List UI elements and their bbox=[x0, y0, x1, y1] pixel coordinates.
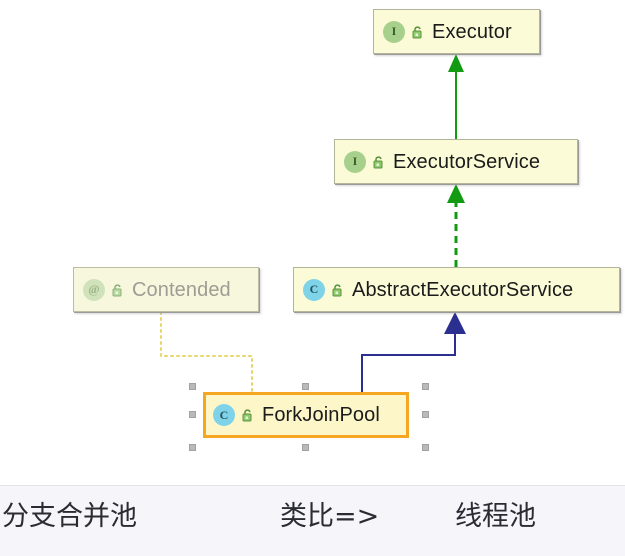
edge-abstractexecutorservice-to-executorservice bbox=[447, 184, 465, 267]
uml-node-fork-join-pool[interactable]: C ForkJoinPool bbox=[203, 392, 409, 438]
public-unlocked-padlock-icon bbox=[373, 155, 383, 168]
annotation-badge-icon: @ bbox=[83, 278, 105, 301]
uml-node-label: Executor bbox=[432, 20, 512, 43]
class-badge-icon: C bbox=[303, 278, 325, 301]
caption-strip: 分支合并池 类比=> 线程池 bbox=[0, 485, 625, 556]
selection-handle-top-right[interactable] bbox=[422, 383, 429, 390]
selection-handle-middle-right[interactable] bbox=[422, 411, 429, 418]
caption-thread-pool-chinese: 线程池 bbox=[455, 501, 536, 532]
uml-node-label: Contended bbox=[132, 278, 231, 301]
edge-executorservice-to-executor bbox=[448, 54, 464, 139]
uml-node-abstract-executor-service[interactable]: C AbstractExecutorService bbox=[293, 267, 620, 312]
selection-handle-middle-left[interactable] bbox=[189, 411, 196, 418]
caption-fork-join-pool-chinese: 分支合并池 bbox=[2, 501, 137, 532]
selection-handle-bottom-right[interactable] bbox=[422, 444, 429, 451]
edge-contended-to-forkjoinpool bbox=[160, 311, 253, 393]
selection-handle-top-center[interactable] bbox=[302, 383, 309, 390]
selection-handle-bottom-center[interactable] bbox=[302, 444, 309, 451]
uml-node-executor[interactable]: I Executor bbox=[373, 9, 540, 54]
selection-handle-top-left[interactable] bbox=[189, 383, 196, 390]
interface-badge-icon: I bbox=[344, 150, 366, 173]
selection-handle-bottom-left[interactable] bbox=[189, 444, 196, 451]
class-badge-icon: C bbox=[213, 404, 235, 426]
uml-node-contended[interactable]: @ Contended bbox=[73, 267, 259, 312]
public-unlocked-padlock-icon bbox=[332, 283, 342, 296]
edge-forkjoinpool-to-abstractexecutorservice bbox=[361, 312, 466, 392]
uml-node-executor-service[interactable]: I ExecutorService bbox=[334, 139, 578, 184]
caption-analogy-arrow: 类比=> bbox=[280, 501, 380, 532]
uml-node-label: ForkJoinPool bbox=[262, 404, 380, 426]
public-unlocked-padlock-icon bbox=[112, 283, 122, 296]
uml-node-label: ExecutorService bbox=[393, 150, 541, 173]
uml-node-label: AbstractExecutorService bbox=[352, 278, 574, 301]
public-unlocked-padlock-icon bbox=[412, 25, 422, 38]
public-unlocked-padlock-icon bbox=[242, 409, 252, 422]
interface-badge-icon: I bbox=[383, 20, 405, 43]
uml-diagram-canvas[interactable]: Executor --> ExecutorService --> Abstrac… bbox=[0, 0, 625, 485]
